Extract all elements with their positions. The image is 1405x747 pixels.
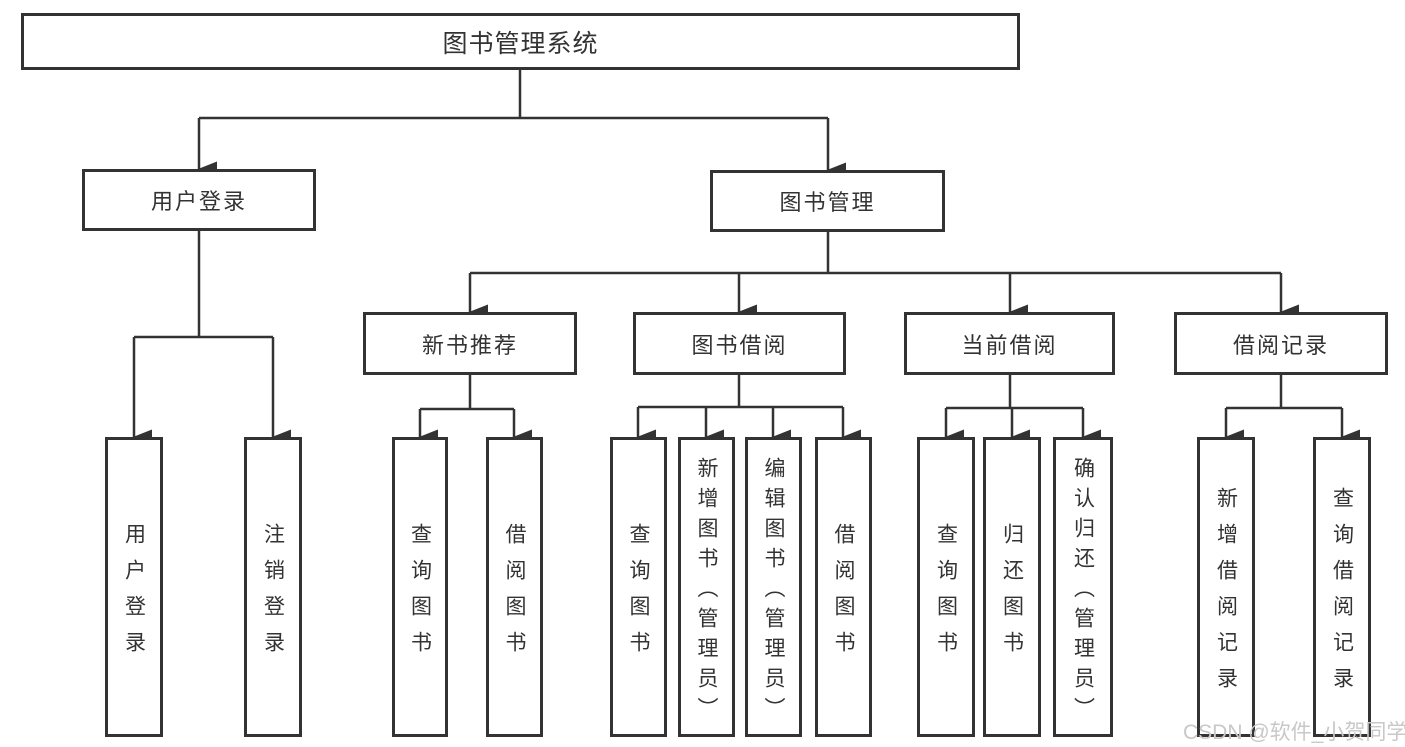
leaf-logout: 注销登录 bbox=[244, 437, 302, 737]
leaf-add-borrow-record: 新增借阅记录 bbox=[1197, 437, 1255, 737]
leaf-query-books-current-label: 查询图书 bbox=[934, 522, 958, 667]
node-user-login-label: 用户登录 bbox=[150, 189, 247, 214]
leaf-borrow-books: 借阅图书 bbox=[815, 437, 872, 737]
node-book-borrow-label: 图书借阅 bbox=[691, 332, 788, 358]
leaf-confirm-return-admin-label: 确认归还（管理员） bbox=[1071, 456, 1095, 727]
leaf-confirm-return-admin: 确认归还（管理员） bbox=[1053, 437, 1113, 737]
leaf-query-books-recommend: 查询图书 bbox=[392, 437, 448, 737]
node-book-borrow: 图书借阅 bbox=[633, 312, 846, 375]
node-root-label: 图书管理系统 bbox=[442, 29, 599, 58]
connector-userlogin-stem bbox=[134, 231, 273, 339]
node-current-borrow: 当前借阅 bbox=[904, 312, 1115, 375]
leaf-query-books-borrow: 查询图书 bbox=[610, 437, 667, 737]
node-book-management: 图书管理 bbox=[710, 170, 945, 232]
connector-currentborrow-stem bbox=[946, 375, 1083, 410]
leaf-add-books-admin: 新增图书（管理员） bbox=[678, 437, 735, 737]
node-borrow-record-label: 借阅记录 bbox=[1232, 332, 1329, 358]
leaf-user-login: 用户登录 bbox=[105, 437, 163, 737]
node-book-management-label: 图书管理 bbox=[779, 190, 876, 215]
leaf-user-login-label: 用户登录 bbox=[122, 522, 146, 667]
connector-borrowrecord-stem bbox=[1226, 375, 1342, 410]
leaf-query-books-recommend-label: 查询图书 bbox=[408, 522, 432, 667]
leaf-borrow-books-recommend: 借阅图书 bbox=[486, 437, 543, 737]
connector-newbook-stem bbox=[420, 375, 514, 411]
leaf-edit-books-admin: 编辑图书（管理员） bbox=[745, 437, 802, 737]
node-borrow-record: 借阅记录 bbox=[1174, 312, 1388, 375]
leaf-return-books-label: 归还图书 bbox=[1000, 522, 1024, 667]
connector-root-stem bbox=[199, 70, 828, 120]
leaf-query-borrow-record: 查询借阅记录 bbox=[1313, 437, 1371, 737]
node-new-book-recommend-label: 新书推荐 bbox=[421, 332, 518, 358]
leaf-borrow-books-label: 借阅图书 bbox=[832, 522, 855, 667]
connector-bookmgmt-stem bbox=[470, 232, 1281, 275]
node-current-borrow-label: 当前借阅 bbox=[961, 332, 1058, 358]
leaf-query-books-current: 查询图书 bbox=[917, 437, 975, 737]
leaf-return-books: 归还图书 bbox=[983, 437, 1041, 737]
leaf-add-borrow-record-label: 新增借阅记录 bbox=[1214, 486, 1238, 703]
leaf-query-borrow-record-label: 查询借阅记录 bbox=[1330, 486, 1354, 703]
leaf-logout-label: 注销登录 bbox=[261, 522, 285, 667]
node-root-system: 图书管理系统 bbox=[21, 13, 1020, 70]
leaf-borrow-books-recommend-label: 借阅图书 bbox=[503, 522, 526, 667]
csdn-watermark: CSDN @软件_小贺同学 bbox=[1183, 721, 1405, 744]
connector-bookborrow-stem bbox=[638, 375, 843, 409]
node-user-login: 用户登录 bbox=[82, 169, 316, 231]
node-new-book-recommend: 新书推荐 bbox=[363, 312, 577, 375]
leaf-add-books-admin-label: 新增图书（管理员） bbox=[695, 456, 718, 727]
leaf-query-books-borrow-label: 查询图书 bbox=[627, 522, 650, 667]
leaf-edit-books-admin-label: 编辑图书（管理员） bbox=[762, 456, 785, 727]
